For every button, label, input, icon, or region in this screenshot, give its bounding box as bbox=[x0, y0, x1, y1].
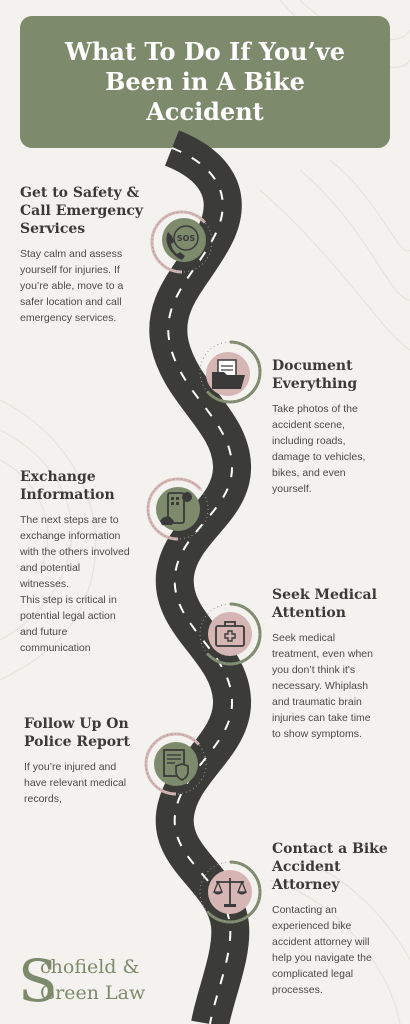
step-description: Contacting an experienced bike accident … bbox=[272, 904, 372, 996]
step-police-report: Follow Up On Police Report If you’re inj… bbox=[24, 715, 174, 807]
logo-line-1: chofield & bbox=[40, 956, 140, 978]
scales-of-justice-icon bbox=[198, 860, 262, 924]
logo-line-2: Green Law bbox=[40, 982, 146, 1004]
step-title: Contact a Bike Accident Attorney bbox=[272, 841, 388, 893]
step-safety: Get to Safety & Call Emergency Services … bbox=[20, 184, 180, 326]
phone-contact-icon bbox=[146, 477, 210, 541]
title-banner: What To Do If You’ve Been in A Bike Acci… bbox=[20, 16, 390, 148]
step-medical-attention: Seek Medical Attention Seek medical trea… bbox=[272, 586, 404, 742]
step-title: Exchange Information bbox=[20, 469, 115, 503]
police-report-icon bbox=[144, 732, 208, 796]
folder-documents-icon bbox=[198, 340, 262, 404]
svg-text:SOS: SOS bbox=[177, 234, 196, 243]
page-title: What To Do If You’ve Been in A Bike Acci… bbox=[64, 37, 346, 126]
step-contact-attorney: Contact a Bike Accident Attorney Contact… bbox=[272, 840, 404, 998]
step-exchange-information: Exchange Information The next steps are … bbox=[20, 468, 180, 656]
step-description: The next steps are to exchange informati… bbox=[20, 514, 130, 654]
step-description: If you’re injured and have relevant medi… bbox=[24, 761, 127, 805]
step-description: Seek medical treatment, even when you do… bbox=[272, 632, 373, 740]
step-title: Follow Up On Police Report bbox=[24, 716, 130, 750]
sos-phone-icon: SOS bbox=[150, 210, 214, 274]
step-description: Take photos of the accident scene, inclu… bbox=[272, 403, 366, 495]
step-title: Get to Safety & Call Emergency Services bbox=[20, 185, 144, 237]
step-title: Document Everything bbox=[272, 358, 358, 392]
step-title: Seek Medical Attention bbox=[272, 587, 377, 621]
step-description: Stay calm and assess yourself for injuri… bbox=[20, 248, 124, 324]
logo-monogram: S bbox=[18, 947, 58, 1015]
medical-kit-icon bbox=[198, 602, 262, 666]
step-document: Document Everything Take photos of the a… bbox=[272, 357, 402, 497]
firm-logo: S chofield & Green Law bbox=[18, 950, 188, 1012]
